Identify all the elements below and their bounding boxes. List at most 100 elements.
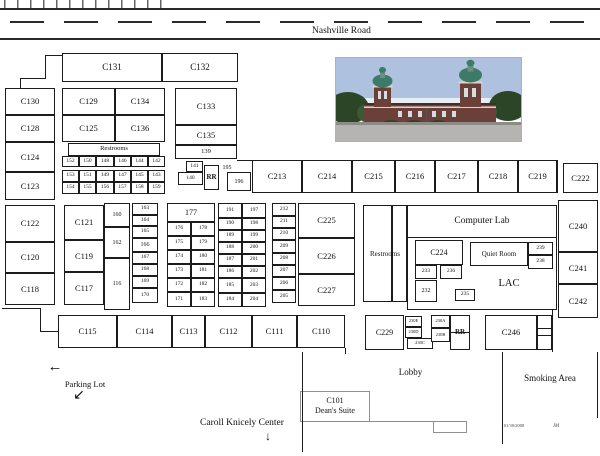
room-206: 206 bbox=[272, 277, 296, 290]
room-183: 183 bbox=[191, 292, 215, 307]
wall-segment-1 bbox=[40, 308, 41, 332]
room-176: 176 bbox=[167, 222, 191, 236]
room-209: 209 bbox=[272, 240, 296, 253]
wall-segment-11 bbox=[450, 332, 470, 333]
room-c217: C217 bbox=[435, 160, 478, 193]
wall-segment-3 bbox=[20, 78, 46, 79]
room-164: 164 bbox=[132, 215, 158, 226]
room-c222: C222 bbox=[563, 163, 598, 193]
wall-segment-15 bbox=[597, 352, 598, 418]
room-c225: C225 bbox=[298, 203, 355, 238]
room-155: 155 bbox=[79, 182, 96, 194]
room-c226: C226 bbox=[298, 238, 355, 274]
road-edge-top bbox=[0, 8, 600, 10]
room-quiet-room: Quiet Room bbox=[470, 242, 528, 266]
room-149: 149 bbox=[96, 170, 114, 182]
wall-segment-14 bbox=[502, 352, 503, 444]
room-computer-lab: Computer Lab bbox=[407, 205, 557, 238]
room-158: 158 bbox=[131, 182, 148, 194]
room-165: 165 bbox=[132, 226, 158, 238]
room-163: 163 bbox=[132, 203, 158, 215]
wall-segment-8 bbox=[552, 310, 553, 352]
room-c135: C135 bbox=[175, 125, 237, 145]
wall-segment-16 bbox=[237, 160, 252, 161]
room-c114: C114 bbox=[117, 315, 172, 348]
room-156: 156 bbox=[96, 182, 114, 194]
wall-segment-2 bbox=[40, 331, 59, 332]
room-203: 203 bbox=[242, 278, 266, 293]
room-144: 144 bbox=[131, 156, 148, 167]
room-175: 175 bbox=[167, 236, 191, 250]
room-c218: C218 bbox=[478, 160, 518, 193]
photo-building bbox=[364, 105, 496, 126]
wall-segment-7 bbox=[557, 160, 558, 193]
road-center-dashes bbox=[0, 21, 600, 23]
label-smoking-area: Smoking Area bbox=[524, 373, 576, 383]
parking-arrow-diagonal-icon: ↙ bbox=[73, 388, 85, 403]
room-233: 233 bbox=[415, 265, 437, 279]
wall-segment-13 bbox=[345, 348, 346, 354]
room-153: 153 bbox=[62, 170, 79, 182]
room-143: 143 bbox=[148, 170, 165, 182]
room-c124: C124 bbox=[5, 142, 55, 172]
room-235: 235 bbox=[455, 289, 475, 301]
room-c111: C111 bbox=[252, 315, 297, 348]
room-c118: C118 bbox=[5, 273, 55, 305]
room-173: 173 bbox=[167, 264, 191, 278]
room-170: 170 bbox=[132, 288, 158, 303]
room-236: 236 bbox=[440, 265, 462, 279]
room-162: 162 bbox=[104, 227, 130, 258]
room-c215: C215 bbox=[352, 160, 395, 193]
room-178: 178 bbox=[191, 222, 215, 236]
label-lobby: Lobby bbox=[398, 367, 423, 377]
room-188: 188 bbox=[218, 242, 242, 254]
room-238: 238 bbox=[528, 255, 553, 269]
room-205: 205 bbox=[272, 290, 296, 303]
label-c101: C101 bbox=[326, 396, 344, 405]
room-c119: C119 bbox=[64, 240, 104, 272]
photo-right-tower bbox=[458, 59, 483, 107]
room-146: 146 bbox=[114, 156, 131, 167]
room-171: 171 bbox=[167, 292, 191, 307]
room-200: 200 bbox=[242, 242, 266, 254]
room-c136: C136 bbox=[115, 115, 165, 142]
room-197: 197 bbox=[242, 203, 266, 218]
room-181: 181 bbox=[191, 264, 215, 278]
room-140: 140 bbox=[178, 172, 203, 185]
room-116: 116 bbox=[104, 258, 130, 310]
wall-segment-17 bbox=[370, 421, 467, 422]
room-c241: C241 bbox=[558, 252, 598, 284]
room-142: 142 bbox=[148, 156, 165, 167]
room-207: 207 bbox=[272, 265, 296, 277]
road-label: Nashville Road bbox=[312, 26, 371, 36]
room-190: 190 bbox=[218, 218, 242, 230]
room-c132: C132 bbox=[162, 53, 238, 82]
room-167: 167 bbox=[132, 252, 158, 264]
wall-segment-4 bbox=[45, 55, 46, 79]
room-c131: C131 bbox=[62, 53, 162, 82]
wall-segment-5 bbox=[45, 55, 63, 56]
road-hatch-ticks bbox=[4, 0, 169, 8]
room-141: 141 bbox=[186, 161, 203, 172]
building-photo bbox=[335, 57, 522, 142]
room-c117: C117 bbox=[64, 272, 104, 305]
room-187: 187 bbox=[218, 254, 242, 266]
room-212: 212 bbox=[272, 203, 296, 216]
room-239: 239 bbox=[528, 242, 553, 255]
room-c216: C216 bbox=[395, 160, 435, 193]
room-c214: C214 bbox=[302, 160, 352, 193]
room-232: 232 bbox=[415, 280, 437, 302]
photo-lamp-post bbox=[426, 108, 427, 122]
room-c120: C120 bbox=[5, 242, 55, 273]
room-199: 199 bbox=[242, 230, 266, 242]
photo-trim bbox=[364, 106, 496, 108]
photo-roofline bbox=[364, 103, 496, 106]
room-c121: C121 bbox=[64, 205, 104, 240]
room-204: 204 bbox=[242, 293, 266, 307]
room-191: 191 bbox=[218, 203, 242, 218]
room-c123: C123 bbox=[5, 172, 55, 200]
room-c129: C129 bbox=[62, 88, 115, 115]
room-c113: C113 bbox=[172, 315, 205, 348]
deans-suite-outline bbox=[300, 391, 370, 422]
room-160: 160 bbox=[104, 203, 130, 227]
